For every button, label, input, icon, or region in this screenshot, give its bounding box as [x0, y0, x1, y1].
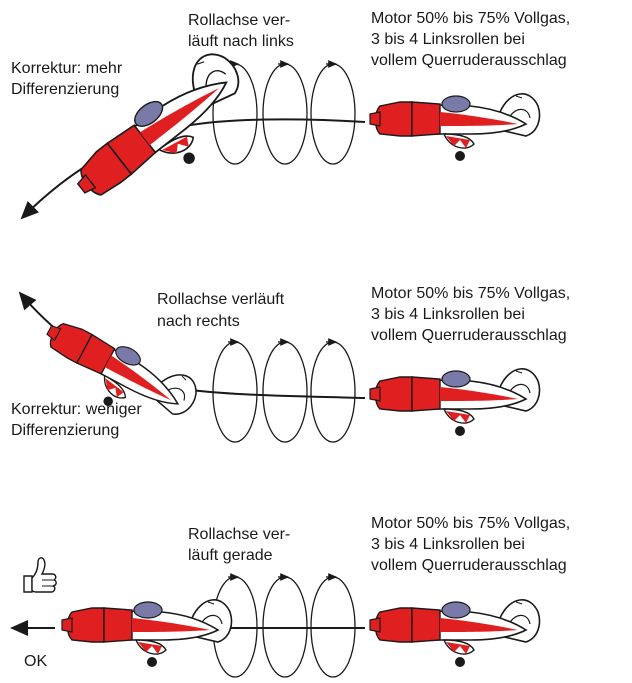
panel-1-axis-line-2: läuft nach links: [188, 33, 294, 50]
panel-3-result-label: OK: [24, 653, 48, 670]
panel-2-correction-line-2: Differenzierung: [11, 422, 120, 439]
panel-1-trajectory: [20, 118, 366, 220]
panel-1-correction-line-2: Differenzierung: [11, 81, 120, 98]
panel-3-motor-line-2: 3 bis 4 Linksrollen bei: [371, 536, 525, 553]
panel-3-motor-line-1: Motor 50% bis 75% Vollgas,: [371, 515, 571, 532]
panel-3-plane-start: [369, 599, 541, 668]
panel-2-axis-line-2: nach rechts: [157, 313, 240, 330]
panel-2-loops: [212, 338, 356, 443]
panel-1-correction-line-1: Korrektur: mehr: [11, 60, 123, 77]
panel-1-loops: [212, 60, 356, 165]
panel-3-plane-end: [61, 599, 233, 668]
panel-1-plane-start: [369, 93, 541, 162]
panel-2-motor-line-3: vollem Querruderausschlag: [371, 327, 567, 344]
panel-2-motor-line-2: 3 bis 4 Linksrollen bei: [371, 306, 525, 323]
panel-1-motor-line-2: 3 bis 4 Linksrollen bei: [371, 31, 525, 48]
panel-1-motor-line-3: vollem Querruderausschlag: [371, 52, 567, 69]
panel-3-motor-line-3: vollem Querruderausschlag: [371, 557, 567, 574]
thumbs-up-icon: [23, 557, 57, 593]
panel-3-axis-line-2: läuft gerade: [188, 547, 273, 564]
panel-3-axis-line-1: Rollachse ver-: [188, 526, 291, 543]
panel-2-motor-line-1: Motor 50% bis 75% Vollgas,: [371, 285, 571, 302]
panel-1-motor-line-1: Motor 50% bis 75% Vollgas,: [371, 10, 571, 27]
panel-2-plane-start: [369, 368, 541, 437]
panel-1-axis-line-1: Rollachse ver-: [188, 12, 291, 29]
panel-2-correction-line-1: Korrektur: weniger: [11, 401, 142, 418]
panel-2-axis-line-1: Rollachse verläuft: [157, 291, 285, 308]
